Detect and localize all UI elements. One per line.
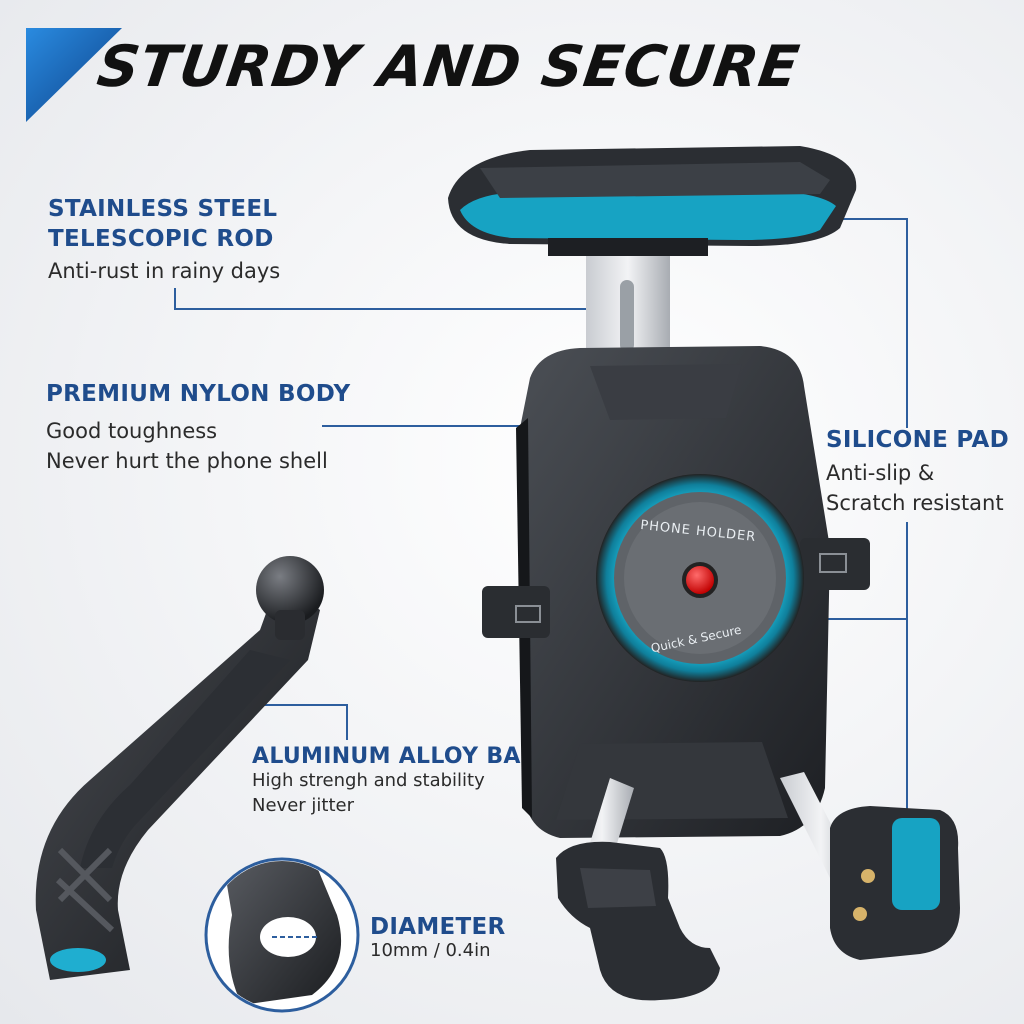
rod-desc: Anti-rust in rainy days — [48, 259, 281, 283]
rod-title-line2: TELESCOPIC ROD — [48, 226, 274, 252]
mount-clamp-icon — [204, 857, 360, 1013]
diameter-title: DIAMETER — [370, 914, 506, 940]
diameter-desc: 10mm / 0.4in — [370, 940, 491, 961]
body-desc-line2: Never hurt the phone shell — [46, 449, 328, 473]
phone-holder-icon — [448, 146, 960, 1001]
pad-leader-vertical — [906, 218, 908, 428]
handlebar-arm-icon — [35, 556, 324, 980]
page-title: STURDY AND SECURE — [93, 34, 804, 100]
pad-leader-top — [790, 218, 908, 220]
pad-leader-mid — [822, 618, 908, 620]
pad-desc-line1: Anti-slip & — [826, 461, 935, 485]
pad-desc-line2: Scratch resistant — [826, 491, 1004, 515]
rod-leader-line-h — [174, 308, 594, 310]
pad-title: SILICONE PAD — [826, 427, 1009, 453]
base-leader-v — [346, 704, 348, 740]
base-desc-line1: High strengh and stability — [252, 770, 485, 791]
rod-leader-line — [174, 288, 176, 310]
body-desc-line1: Good toughness — [46, 419, 218, 443]
body-title: PREMIUM NYLON BODY — [46, 381, 351, 407]
body-leader-line — [322, 425, 530, 427]
base-leader-h — [246, 704, 348, 706]
rod-title-line1: STAINLESS STEEL — [48, 196, 278, 222]
base-title: ALUMINUM ALLOY BASE — [252, 744, 553, 769]
pad-leader-lower — [906, 522, 908, 834]
base-desc-line2: Never jitter — [252, 795, 354, 816]
corner-triangle-icon — [26, 28, 122, 122]
